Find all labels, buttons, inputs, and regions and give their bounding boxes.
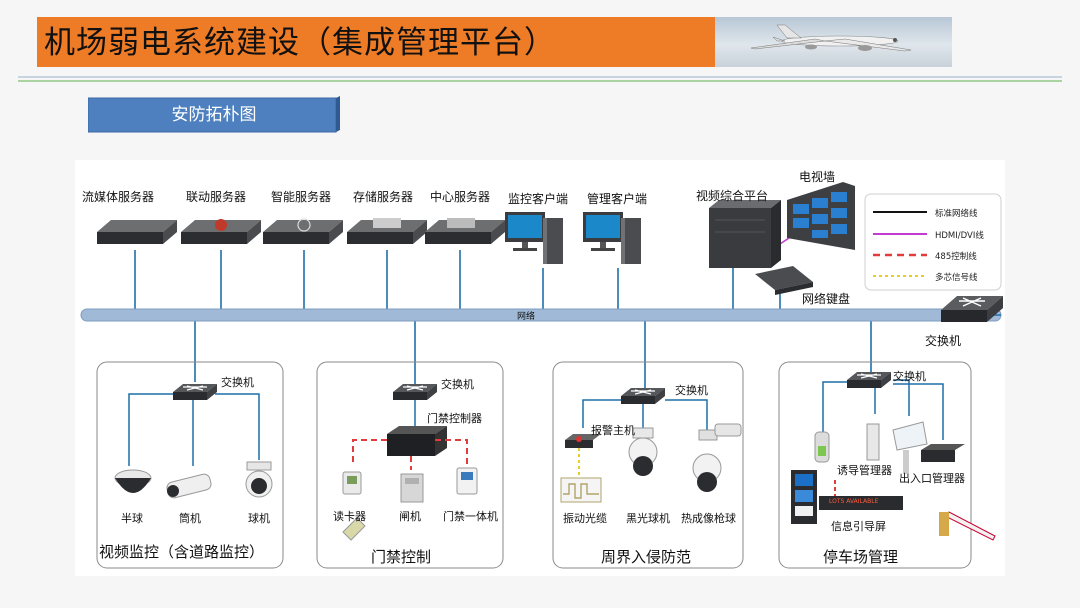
switch-label: 交换机 xyxy=(221,376,254,389)
video-platform-label: 视频综合平台 xyxy=(696,189,769,203)
access-controller-label: 门禁控制器 xyxy=(427,412,482,425)
legend-label: 多芯信号线 xyxy=(935,273,978,283)
page-title: 机场弱电系统建设（集成管理平台） xyxy=(44,25,556,61)
legend xyxy=(864,193,1002,291)
switch-label: 交换机 xyxy=(675,384,708,397)
network-keyboard-label: 网络键盘 xyxy=(802,292,851,306)
topology-diagram: 流媒体服务器 联动服务器 智能服务器 存储服务器 中心服务器 监控客户端 管理客… xyxy=(75,160,1005,576)
switch-label: 交换机 xyxy=(441,378,474,391)
server-label: 存储服务器 xyxy=(353,190,414,204)
panel-title: 周界入侵防范 xyxy=(601,548,692,566)
legend-label: 标准网络线 xyxy=(935,209,978,219)
device-label: 热成像枪球 xyxy=(681,512,736,525)
panel-title: 停车场管理 xyxy=(823,548,899,566)
guide-screen-text: LOTS AVAILABLE xyxy=(829,498,879,505)
title-bar xyxy=(37,17,715,67)
entry-manager-label: 出入口管理器 xyxy=(899,472,965,485)
section-banner xyxy=(88,96,340,133)
server-label: 智能服务器 xyxy=(271,190,332,204)
guide-manager-label: 诱导管理器 xyxy=(837,464,892,477)
device-label: 振动光缆 xyxy=(563,512,607,525)
device-label: 读卡器 xyxy=(333,510,366,523)
header-rule xyxy=(18,76,1062,78)
core-switch-label: 交换机 xyxy=(925,334,962,348)
device-label: 门禁一体机 xyxy=(443,510,498,523)
video-wall-label: 电视墙 xyxy=(799,170,836,184)
client-label: 管理客户端 xyxy=(587,192,648,206)
device-label: 黑光球机 xyxy=(626,512,670,525)
header-rule-green xyxy=(18,80,1062,82)
server-label: 流媒体服务器 xyxy=(82,190,155,204)
client-label: 监控客户端 xyxy=(508,192,569,206)
section-banner-label: 安防拓朴图 xyxy=(171,105,257,125)
alarm-host-label: 报警主机 xyxy=(591,424,635,437)
switch-label: 交换机 xyxy=(893,370,926,383)
device-label: 半球 xyxy=(121,512,143,525)
panel-title: 门禁控制 xyxy=(371,548,432,566)
device-label: 筒机 xyxy=(179,512,201,525)
legend-label: HDMI/DVI线 xyxy=(935,231,984,241)
server-label: 中心服务器 xyxy=(430,190,491,204)
panel-title: 视频监控（含道路监控） xyxy=(99,543,265,561)
server-label: 联动服务器 xyxy=(186,190,247,204)
guide-screen-label: 信息引导屏 xyxy=(831,520,886,533)
device-label: 球机 xyxy=(248,512,270,525)
video-wall xyxy=(787,182,855,250)
device-label: 闸机 xyxy=(399,510,421,523)
legend-label: 485控制线 xyxy=(935,252,977,262)
network-label: 网络 xyxy=(517,312,536,322)
airplane-image xyxy=(715,17,952,67)
